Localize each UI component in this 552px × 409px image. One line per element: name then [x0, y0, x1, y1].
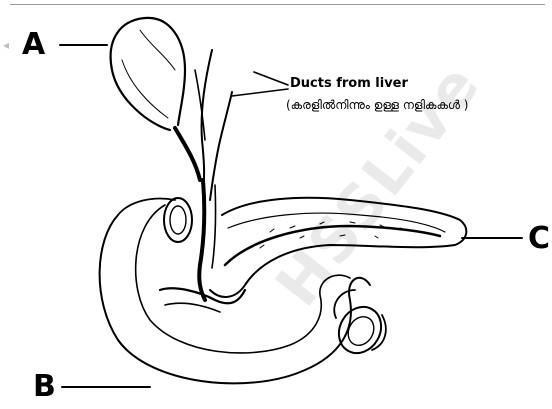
pointer-line-lower — [232, 89, 288, 96]
label-a: A — [22, 30, 45, 60]
hepatic-duct-right — [210, 92, 232, 200]
pointer-line-upper — [254, 72, 288, 85]
label-c: C — [528, 224, 550, 254]
papilla-lower — [165, 303, 220, 312]
duodenum-end-section — [331, 299, 390, 361]
common-bile-duct-wall — [212, 185, 216, 268]
caption-malayalam: (കരളിൽനിന്നും ഉള്ള നളികകൾ ) — [286, 99, 468, 111]
cystic-duct — [175, 128, 200, 180]
caption-english: Ducts from liver — [290, 77, 408, 90]
common-bile-duct — [199, 180, 205, 300]
stomach-end-section — [164, 198, 192, 242]
gallbladder-outline — [111, 18, 185, 130]
label-b: B — [33, 372, 56, 402]
stomach-end-lumen — [170, 206, 186, 234]
